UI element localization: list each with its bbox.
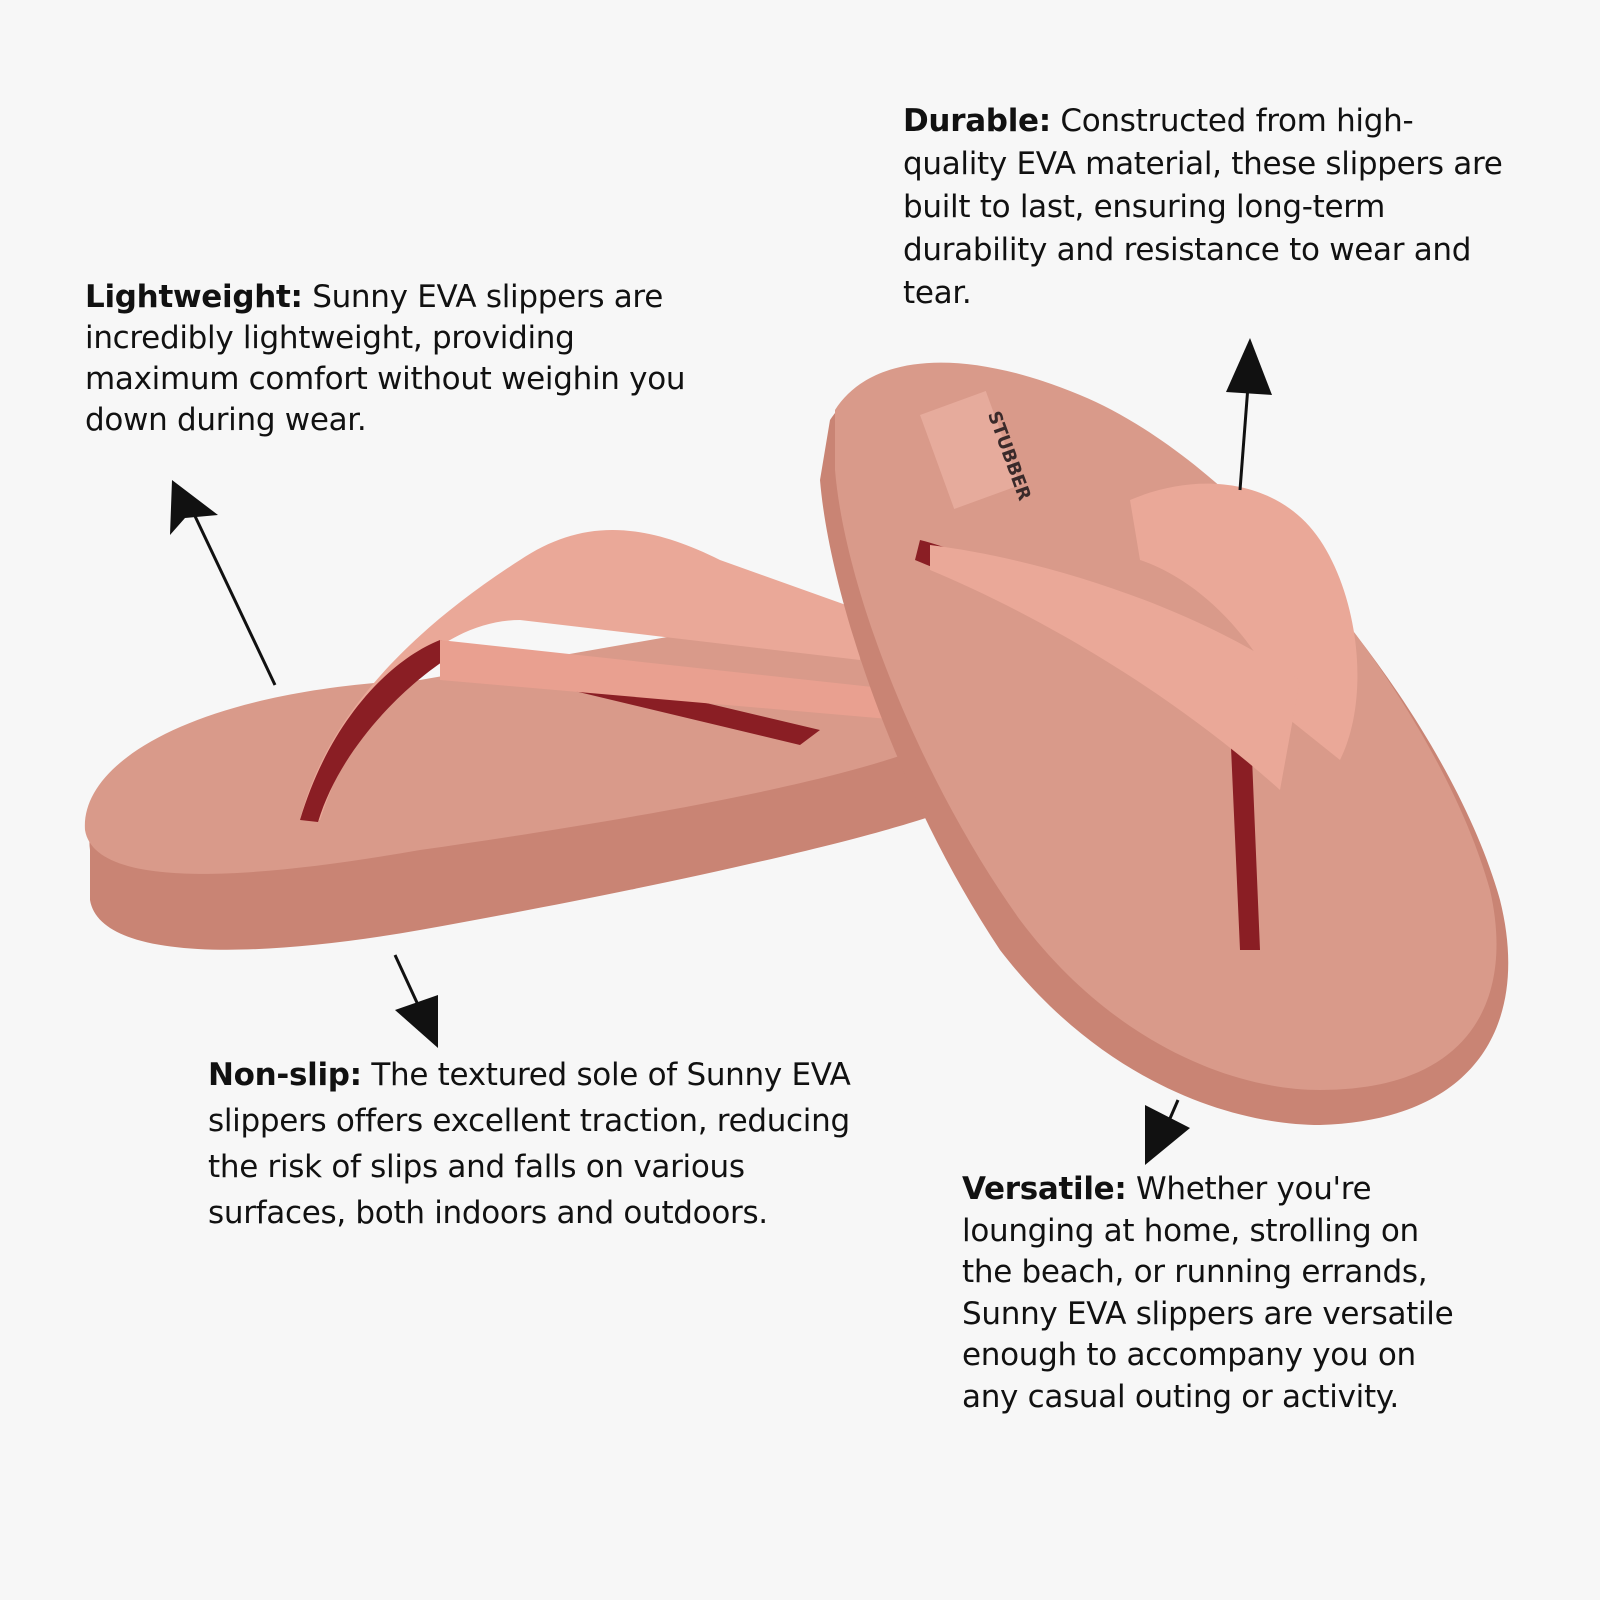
feature-text: Constructed from high-quality EVA materi… <box>903 103 1503 311</box>
feature-text: Whether you're lounging at home, strolli… <box>962 1171 1454 1415</box>
feature-title: Lightweight: <box>85 279 303 315</box>
left-slipper <box>84 530 990 950</box>
durable-arrowhead <box>1226 338 1272 395</box>
nonslip-arrowhead <box>395 995 438 1048</box>
lightweight-arrow <box>182 490 277 686</box>
versatile-arrowhead <box>1145 1105 1190 1165</box>
right-slipper: STUBBER <box>820 362 1509 1125</box>
feature-text: Sunny EVA slippers are incredibly lightw… <box>85 279 686 438</box>
feature-title: Versatile: <box>962 1171 1127 1207</box>
feature-lightweight: Lightweight: Sunny EVA slippers are incr… <box>85 277 725 441</box>
feature-versatile: Versatile: Whether you're lounging at ho… <box>962 1169 1462 1418</box>
feature-nonslip: Non-slip: The textured sole of Sunny EVA… <box>208 1052 858 1236</box>
feature-title: Non-slip: <box>208 1057 362 1093</box>
feature-durable: Durable: Constructed from high-quality E… <box>903 100 1503 315</box>
feature-title: Durable: <box>903 103 1051 139</box>
feature-text: The textured sole of Sunny EVA slippers … <box>208 1057 851 1231</box>
